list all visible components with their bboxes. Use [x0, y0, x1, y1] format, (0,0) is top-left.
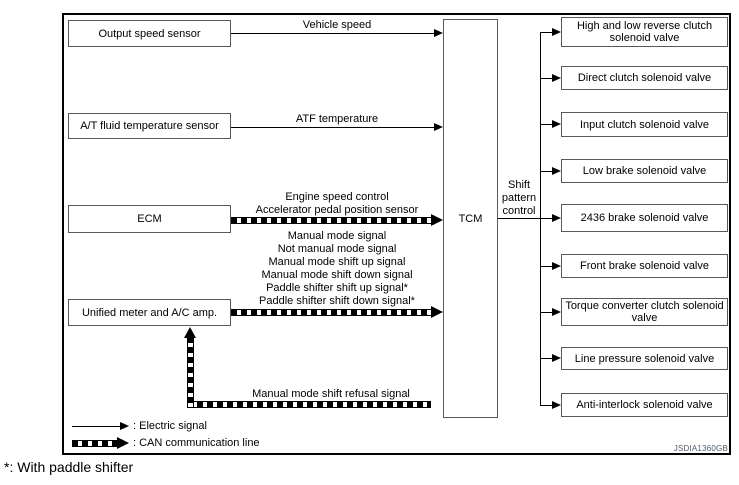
unified-meter-ac-amp-box: Unified meter and A/C amp.	[68, 299, 231, 326]
branch-arrowhead-3-icon	[552, 120, 561, 128]
manual-mode-signal-label: Manual mode signal	[287, 230, 387, 242]
branch-arrowhead-8-icon	[552, 354, 561, 362]
branch-arrowhead-1-icon	[552, 28, 561, 36]
legend-electric-arrowhead-icon	[120, 422, 129, 430]
at-fluid-temp-sensor-box: A/T fluid temperature sensor	[68, 113, 231, 139]
branch-arrowhead-5-icon	[552, 214, 561, 222]
meter-can-line	[231, 309, 431, 316]
shift-pattern-control-label: Shift pattern control	[497, 179, 541, 218]
branch-line-2	[540, 78, 553, 79]
meter-can-labels: Manual mode signal Not manual mode signa…	[231, 230, 443, 308]
output-speed-sensor-box: Output speed sensor	[68, 20, 231, 47]
unified-meter-ac-amp-label: Unified meter and A/C amp.	[81, 306, 218, 319]
paddle-shifter-up-label: Paddle shifter shift up signal*	[266, 282, 408, 294]
atf-temperature-line	[231, 127, 434, 128]
branch-line-9	[540, 405, 553, 406]
branch-arrowhead-7-icon	[552, 308, 561, 316]
legend-electric-label: : Electric signal	[133, 420, 207, 432]
branch-arrowhead-2-icon	[552, 74, 561, 82]
paddle-shifter-down-label: Paddle shifter shift down signal*	[259, 295, 415, 307]
low-brake-valve-box: Low brake solenoid valve	[561, 159, 728, 183]
branch-line-1	[540, 32, 553, 33]
high-low-reverse-clutch-valve-label: High and low reverse clutch solenoid val…	[576, 20, 713, 44]
vehicle-speed-arrowhead-icon	[434, 29, 443, 37]
refusal-can-arrowhead-icon	[184, 327, 196, 338]
legend-can-label: : CAN communication line	[133, 437, 260, 449]
ecm-label: ECM	[137, 213, 162, 225]
line-pressure-valve-label: Line pressure solenoid valve	[574, 352, 715, 365]
accelerator-pedal-position-label: Accelerator pedal position sensor	[255, 204, 419, 216]
branch-line-6	[540, 266, 553, 267]
legend-can-line	[72, 440, 117, 447]
manual-mode-shift-up-label: Manual mode shift up signal	[268, 256, 406, 268]
branch-line-7	[540, 312, 553, 313]
tcm-box: TCM	[443, 19, 498, 418]
shift-word: Shift	[507, 179, 530, 191]
low-brake-valve-label: Low brake solenoid valve	[582, 165, 707, 177]
branch-line-8	[540, 358, 553, 359]
refusal-can-line-vertical	[187, 337, 194, 408]
legend-electric-line	[72, 426, 120, 427]
anti-interlock-valve-label: Anti-interlock solenoid valve	[576, 399, 713, 411]
ecm-can-line	[231, 217, 431, 224]
control-word: control	[502, 205, 536, 217]
torque-converter-clutch-valve-label: Torque converter clutch solenoid valve	[565, 300, 724, 324]
branch-arrowhead-6-icon	[552, 262, 561, 270]
front-brake-valve-label: Front brake solenoid valve	[579, 260, 709, 272]
refusal-can-line-horizontal	[187, 401, 431, 408]
manual-mode-shift-down-label: Manual mode shift down signal	[261, 269, 413, 281]
meter-can-arrowhead-icon	[431, 306, 443, 318]
2436-brake-valve-box: 2436 brake solenoid valve	[561, 204, 728, 232]
engine-speed-control-label: Engine speed control	[285, 191, 389, 203]
ecm-box: ECM	[68, 205, 231, 233]
not-manual-mode-signal-label: Not manual mode signal	[277, 243, 397, 255]
direct-clutch-valve-label: Direct clutch solenoid valve	[577, 72, 712, 84]
front-brake-valve-box: Front brake solenoid valve	[561, 254, 728, 278]
anti-interlock-valve-box: Anti-interlock solenoid valve	[561, 393, 728, 417]
branch-arrowhead-9-icon	[552, 401, 561, 409]
direct-clutch-valve-box: Direct clutch solenoid valve	[561, 66, 728, 90]
at-fluid-temp-sensor-label: A/T fluid temperature sensor	[80, 120, 219, 132]
branch-arrowhead-4-icon	[552, 167, 561, 175]
tcm-label: TCM	[458, 212, 483, 225]
figure-code: JSDIA1360GB	[673, 444, 728, 453]
vehicle-speed-label: Vehicle speed	[302, 19, 372, 31]
atf-temperature-label: ATF temperature	[295, 113, 379, 125]
tcm-output-main-line	[498, 218, 553, 219]
paddle-shifter-footnote: *: With paddle shifter	[4, 459, 134, 475]
branch-line-3	[540, 124, 553, 125]
line-pressure-valve-box: Line pressure solenoid valve	[561, 347, 728, 370]
output-speed-sensor-label: Output speed sensor	[98, 27, 201, 40]
high-low-reverse-clutch-valve-box: High and low reverse clutch solenoid val…	[561, 17, 728, 47]
output-trunk-line	[540, 32, 541, 406]
ecm-can-arrowhead-icon	[431, 214, 443, 226]
ecm-can-labels: Engine speed control Accelerator pedal p…	[231, 191, 443, 217]
2436-brake-valve-label: 2436 brake solenoid valve	[580, 212, 709, 224]
diagram-border	[62, 13, 731, 455]
branch-line-4	[540, 171, 553, 172]
input-clutch-valve-box: Input clutch solenoid valve	[561, 112, 728, 137]
pattern-word: pattern	[501, 192, 537, 204]
torque-converter-clutch-valve-box: Torque converter clutch solenoid valve	[561, 298, 728, 326]
vehicle-speed-line	[231, 33, 434, 34]
input-clutch-valve-label: Input clutch solenoid valve	[579, 118, 710, 131]
legend-can-arrowhead-icon	[117, 437, 129, 449]
refusal-signal-label: Manual mode shift refusal signal	[252, 388, 410, 400]
atf-temperature-arrowhead-icon	[434, 123, 443, 131]
